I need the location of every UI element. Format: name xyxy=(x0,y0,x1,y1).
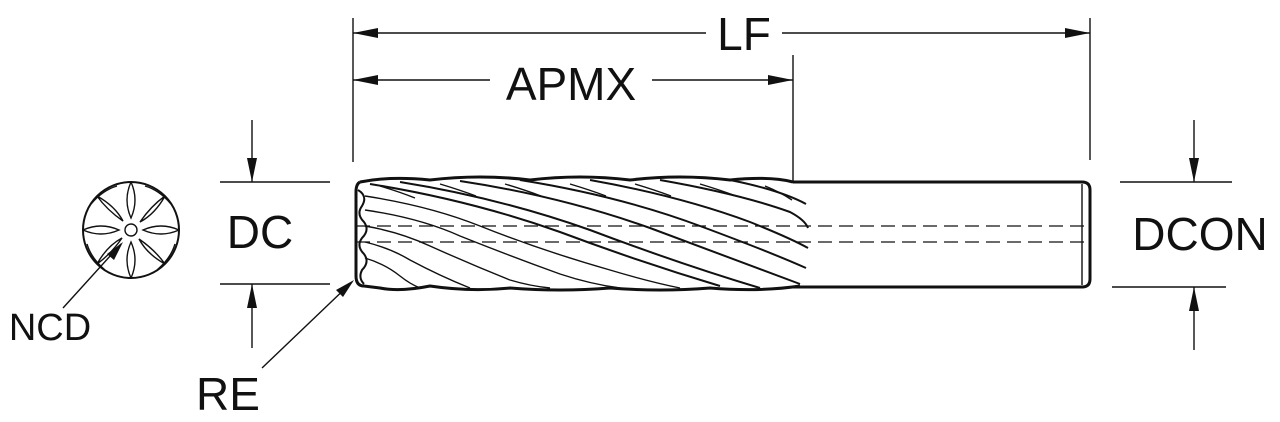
dc-label: DC xyxy=(227,206,293,258)
extension-lines xyxy=(220,18,1232,288)
lf-label: LF xyxy=(717,8,771,60)
re-label: RE xyxy=(196,368,260,420)
apmx-dimension: APMX xyxy=(353,58,793,110)
shank xyxy=(793,180,1092,289)
end-view xyxy=(62,181,180,309)
dcon-dimension: DCON xyxy=(1132,120,1268,350)
end-view-teeth xyxy=(82,181,180,279)
helical-flutes xyxy=(364,179,809,289)
dc-dimension: DC xyxy=(227,120,293,348)
lf-dimension: LF xyxy=(353,8,1090,60)
apmx-label: APMX xyxy=(506,58,636,110)
ncd-label: NCD xyxy=(9,307,91,349)
re-leader xyxy=(261,280,354,369)
end-mill-body xyxy=(354,175,1092,292)
flute-outline xyxy=(354,180,801,292)
dcon-label: DCON xyxy=(1132,208,1267,260)
